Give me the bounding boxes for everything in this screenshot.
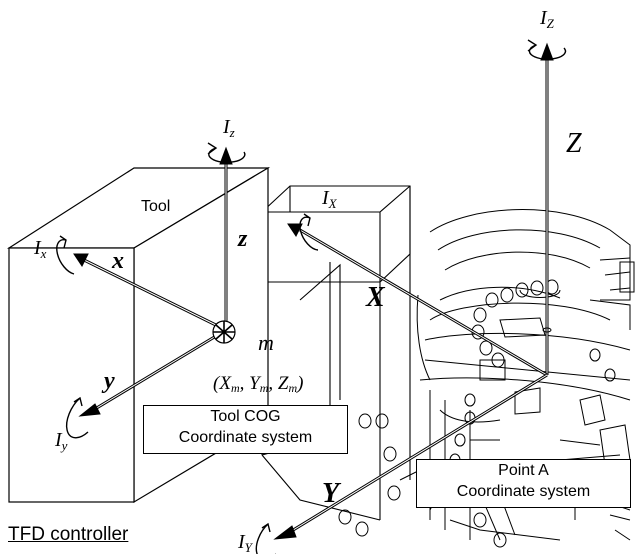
footer-caption: TFD controller bbox=[8, 524, 129, 545]
label-axis-z: z bbox=[237, 226, 248, 252]
rotation-arrow-IZ bbox=[527, 39, 567, 60]
label-axis-X: X bbox=[365, 282, 386, 313]
rotation-arrow-Iz bbox=[207, 142, 246, 164]
cog-mass-symbol bbox=[212, 320, 236, 344]
label-inertia-IY: IY bbox=[237, 531, 254, 554]
point-a-coordinate-box: Point A Coordinate system bbox=[416, 459, 631, 508]
label-axis-y: y bbox=[101, 368, 115, 394]
axis-Z-line bbox=[540, 42, 554, 375]
rotation-arrow-IX bbox=[299, 213, 319, 251]
z-axis-collar bbox=[542, 327, 552, 333]
tool-cog-line2: Coordinate system bbox=[178, 429, 313, 446]
rotation-arrow-IY bbox=[255, 522, 276, 554]
label-cog-coordinates: (Xm, Ym, Zm) bbox=[213, 373, 303, 395]
label-axis-x: x bbox=[111, 248, 124, 274]
axis-Y-line bbox=[273, 373, 548, 540]
label-mass: m bbox=[258, 330, 274, 355]
point-a-line1: Point A bbox=[498, 462, 549, 479]
label-axis-Z: Z bbox=[566, 128, 582, 159]
rotation-arrow-Ix bbox=[56, 235, 75, 275]
axis-y-line bbox=[78, 328, 227, 417]
label-inertia-IX: IX bbox=[321, 187, 338, 211]
axis-x-line bbox=[73, 253, 227, 332]
label-inertia-Ix: Ix bbox=[33, 237, 47, 261]
axis-X-line bbox=[287, 223, 548, 377]
label-axis-Y: Y bbox=[322, 478, 342, 509]
tool-cog-coordinate-box: Tool COG Coordinate system bbox=[143, 405, 348, 454]
label-inertia-Iy: Iy bbox=[54, 429, 68, 453]
label-inertia-Iz: Iz bbox=[222, 116, 235, 140]
point-a-line2: Coordinate system bbox=[456, 483, 591, 500]
label-inertia-IZ: IZ bbox=[539, 7, 555, 31]
rotation-arrow-Iy bbox=[65, 396, 89, 439]
frame-outline bbox=[261, 185, 411, 521]
machine-bolts bbox=[444, 279, 616, 548]
label-tool: Tool bbox=[141, 198, 171, 215]
axis-z-line bbox=[219, 146, 233, 330]
tool-cog-line1: Tool COG bbox=[210, 408, 281, 425]
